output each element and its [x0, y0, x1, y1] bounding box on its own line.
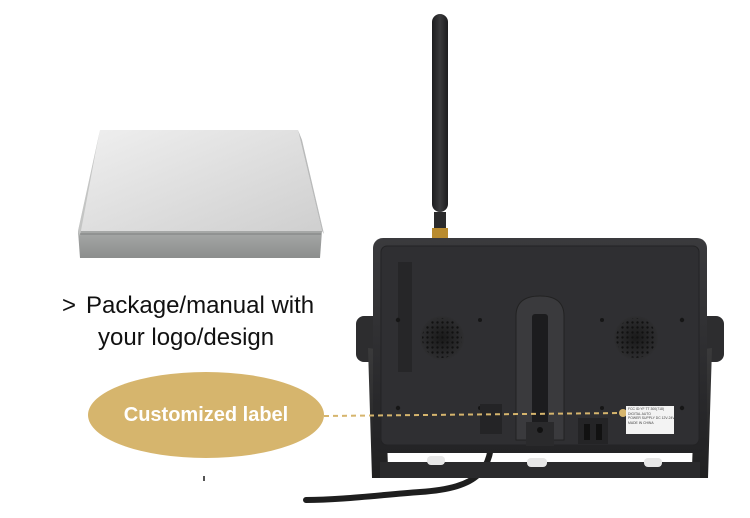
sticker-line: FCC ID:YF TT 300(718) [628, 407, 665, 411]
box-front [78, 231, 322, 258]
customized-label-text: Customized label [123, 403, 289, 426]
caption-line-1: > Package/manual with [62, 292, 314, 319]
sticker-line: POWER SUPPLY DC 12V-24V [628, 416, 674, 421]
caption-text-1: Package/manual with [86, 292, 315, 319]
customized-label-badge: Customized label [88, 372, 324, 458]
sticker-line: MADE IN CHINA [628, 420, 654, 425]
leader-dot [619, 409, 627, 417]
caption-marker: > [62, 292, 77, 319]
package-caption: > Package/manual with your logo/design [62, 290, 314, 354]
antenna [429, 14, 451, 246]
box-right-side [298, 130, 324, 234]
box-top [78, 130, 322, 231]
power-cable [303, 427, 495, 503]
mounting-bracket [368, 348, 712, 478]
device-label-sticker: FCC ID:YF TT 300(718) DIGITAL AUTO POWER… [626, 406, 674, 434]
leader-line [323, 412, 623, 417]
box-left-side [78, 130, 100, 236]
caption-line-2: your logo/design [98, 324, 275, 351]
sticker-line: DIGITAL AUTO [628, 411, 651, 416]
package-box [78, 130, 324, 258]
monitor-back [373, 238, 707, 453]
